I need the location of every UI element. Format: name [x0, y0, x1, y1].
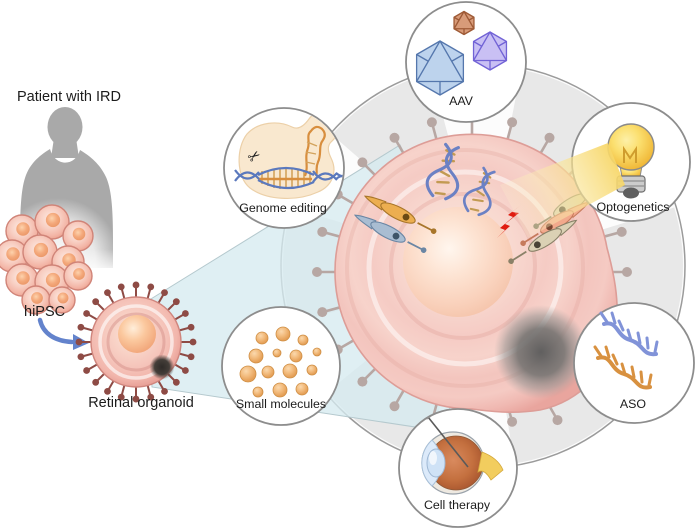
small-organoid-cilia: [75, 281, 197, 403]
retinal-organoid-label: Retinal organoid: [88, 395, 194, 411]
cell-therapy-label: Cell therapy: [424, 498, 491, 512]
big-organoid-pigment-sphere: [494, 305, 588, 399]
therapy-circle-cell-therapy: Cell therapy: [398, 408, 518, 528]
therapy-circle-aav: AAV: [405, 1, 527, 123]
aso-label: ASO: [620, 397, 647, 411]
therapy-circle-genome-editing: ✂ Genome editing: [223, 107, 345, 229]
retinal-organoid-small: [75, 281, 197, 403]
aav-label: AAV: [449, 94, 474, 108]
eye-syringe-icon: [411, 410, 504, 495]
hipsc-cluster: [0, 204, 94, 315]
small-organoid-nucleus: [118, 315, 156, 353]
light-beam: [500, 143, 625, 238]
therapy-circle-small-molecules: Small molecules: [221, 306, 341, 426]
molecule-dots-icon: [239, 326, 322, 398]
oligonucleotide-strands-icon: [593, 311, 659, 390]
optogenetics-label: Optogenetics: [596, 200, 669, 214]
hipsc-label: hiPSC: [24, 304, 65, 320]
genome-editing-label: Genome editing: [239, 201, 327, 215]
therapy-circle-aso: ASO: [573, 302, 695, 424]
small-organoid-pigment-spot: [149, 354, 175, 380]
patient-label: Patient with IRD: [17, 89, 121, 105]
small-molecules-label: Small molecules: [236, 397, 326, 411]
big-organoid-nucleus: [403, 207, 513, 317]
crispr-scissors-icon: ✂: [234, 110, 343, 199]
